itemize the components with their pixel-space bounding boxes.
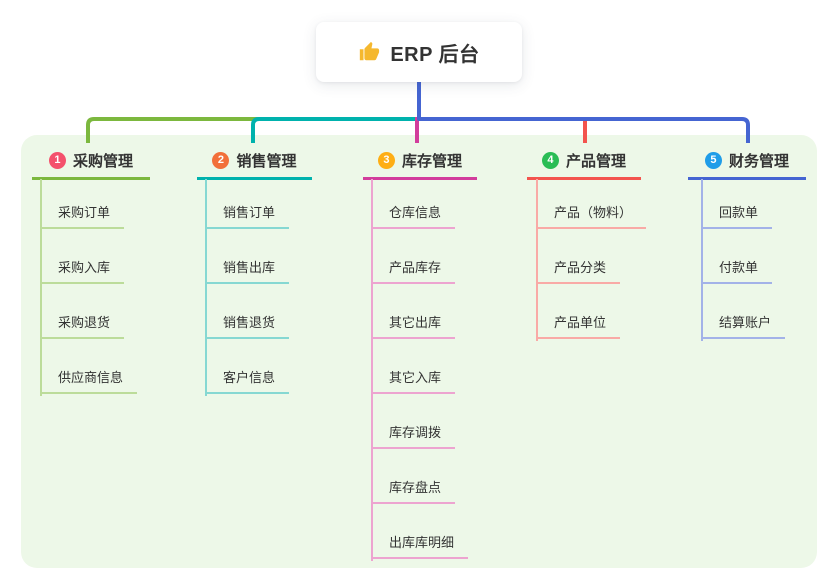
number-badge: 2 [212, 152, 230, 169]
branch-topic-label: 库存管理 [401, 153, 462, 170]
child-node[interactable]: 采购退货 [40, 315, 125, 339]
branch-child-connector [701, 179, 703, 341]
root-node-title: ERP 后台 [390, 43, 480, 66]
child-node[interactable]: 客户信息 [205, 370, 290, 394]
child-node[interactable]: 其它出库 [371, 315, 456, 339]
child-node[interactable]: 销售退货 [205, 315, 290, 339]
child-node[interactable]: 销售出库 [205, 260, 290, 284]
child-node[interactable]: 库存盘点 [371, 480, 456, 504]
connector-branch-finance [417, 82, 750, 143]
child-node[interactable]: 产品库存 [371, 260, 456, 284]
branch-topic-finance[interactable]: 5 财务管理 [688, 146, 806, 180]
child-node[interactable]: 库存调拨 [371, 425, 456, 449]
branch-child-connector [371, 179, 373, 561]
branch-topic-label: 采购管理 [72, 153, 133, 170]
child-node[interactable]: 其它入库 [371, 370, 456, 394]
branch-child-connector [536, 179, 538, 341]
branch-child-connector [40, 179, 42, 396]
branch-topic-product[interactable]: 4 产品管理 [527, 146, 641, 180]
child-node[interactable]: 仓库信息 [371, 205, 456, 229]
branch-topic-purchase[interactable]: 1 采购管理 [32, 146, 150, 180]
child-node[interactable]: 供应商信息 [40, 370, 138, 394]
root-node[interactable]: ERP 后台 [316, 22, 522, 82]
child-node[interactable]: 结算账户 [701, 315, 786, 339]
number-badge: 1 [48, 152, 66, 169]
child-node[interactable]: 产品单位 [536, 315, 621, 339]
branch-child-connector [205, 179, 207, 396]
branch-topic-sales[interactable]: 2 销售管理 [197, 146, 312, 180]
branch-topic-label: 销售管理 [236, 153, 297, 170]
child-node[interactable]: 采购入库 [40, 260, 125, 284]
child-node[interactable]: 回款单 [701, 205, 773, 229]
branch-topic-label: 财务管理 [728, 153, 789, 170]
number-badge: 4 [541, 152, 559, 169]
child-node[interactable]: 销售订单 [205, 205, 290, 229]
branch-topic-label: 产品管理 [565, 153, 626, 170]
branch-topic-inventory[interactable]: 3 库存管理 [363, 146, 477, 180]
number-badge: 3 [377, 152, 395, 169]
number-badge: 5 [704, 152, 722, 169]
child-node[interactable]: 产品分类 [536, 260, 621, 284]
child-node[interactable]: 出库库明细 [371, 535, 469, 559]
thumbs-up-icon [360, 41, 380, 61]
child-node[interactable]: 采购订单 [40, 205, 125, 229]
child-node[interactable]: 付款单 [701, 260, 773, 284]
child-node[interactable]: 产品（物料） [536, 205, 647, 229]
canvas-background [21, 135, 817, 568]
